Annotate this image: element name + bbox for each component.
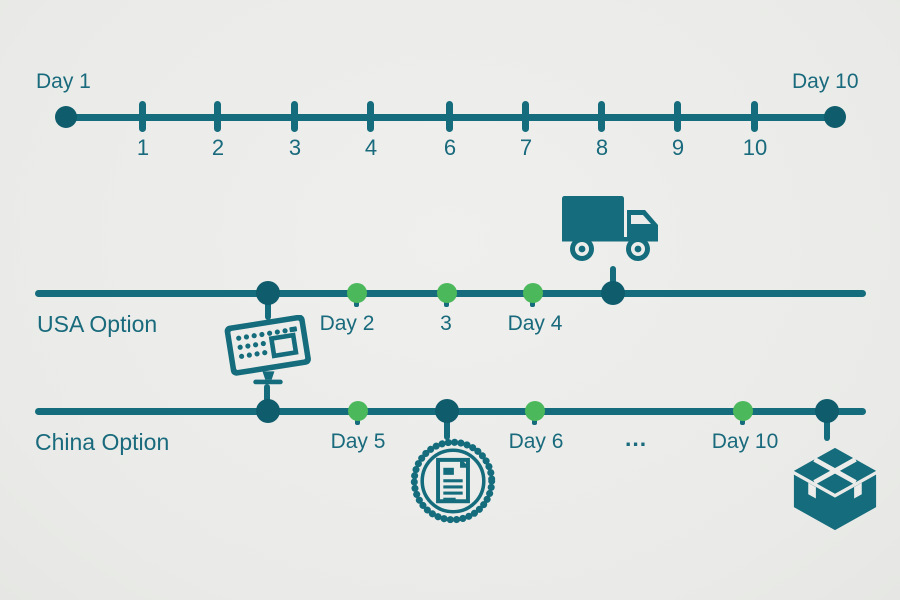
tick-label: 1 bbox=[136, 135, 150, 160]
china-arrival-dot bbox=[815, 399, 839, 423]
usa-order-dot bbox=[256, 281, 280, 305]
tick-mark bbox=[139, 101, 146, 132]
usa-milestone-dot-day4 bbox=[523, 283, 543, 303]
tick-mark bbox=[367, 101, 374, 132]
timeline-ellipsis: ... bbox=[625, 425, 648, 451]
tick-label: 4 bbox=[364, 135, 378, 160]
overview-end-label: Day 10 bbox=[792, 70, 859, 93]
usa-milestone-dot-day2 bbox=[347, 283, 367, 303]
tick-label: 3 bbox=[288, 135, 302, 160]
usa-milestone-label: Day 2 bbox=[319, 312, 375, 335]
china-milestone-label: Day 10 bbox=[711, 430, 779, 453]
tick-label: 10 bbox=[742, 135, 768, 160]
delivery-truck-icon bbox=[561, 191, 661, 267]
monitor-connector-top bbox=[265, 294, 271, 320]
monitor-connector-bottom bbox=[264, 384, 270, 402]
seal-connector bbox=[444, 413, 450, 440]
tick-mark bbox=[598, 101, 605, 132]
tick-label: 9 bbox=[671, 135, 685, 160]
tick-mark bbox=[291, 101, 298, 132]
tick-label: 7 bbox=[519, 135, 533, 160]
china-certificate-dot bbox=[435, 399, 459, 423]
usa-milestone-label: 3 bbox=[440, 312, 452, 335]
tick-mark bbox=[674, 101, 681, 132]
tick-label: 6 bbox=[443, 135, 457, 160]
china-milestone-dot-day10 bbox=[733, 401, 753, 421]
usa-option-label: USA Option bbox=[37, 311, 158, 337]
monitor-keypad-icon bbox=[222, 315, 314, 391]
truck-connector bbox=[610, 266, 616, 284]
china-milestone-dot-day5 bbox=[348, 401, 368, 421]
tick-mark bbox=[751, 101, 758, 132]
tick-label: 2 bbox=[211, 135, 225, 160]
usa-milestone-label: Day 4 bbox=[507, 312, 563, 335]
overview-end-dot bbox=[824, 106, 846, 128]
tick-mark bbox=[522, 101, 529, 132]
tick-mark bbox=[446, 101, 453, 132]
overview-start-label: Day 1 bbox=[36, 70, 91, 93]
package-connector bbox=[824, 413, 830, 441]
overview-start-dot bbox=[55, 106, 77, 128]
usa-delivery-dot bbox=[601, 281, 625, 305]
tick-label: 8 bbox=[595, 135, 609, 160]
china-milestone-label: Day 5 bbox=[330, 430, 386, 453]
china-order-dot bbox=[256, 399, 280, 423]
tick-mark bbox=[214, 101, 221, 132]
china-milestone-label: Day 6 bbox=[508, 430, 564, 453]
certificate-seal-icon bbox=[409, 437, 497, 525]
package-box-icon bbox=[787, 446, 883, 532]
china-option-label: China Option bbox=[35, 429, 170, 455]
usa-milestone-dot-day3 bbox=[437, 283, 457, 303]
china-milestone-dot-day6 bbox=[525, 401, 545, 421]
